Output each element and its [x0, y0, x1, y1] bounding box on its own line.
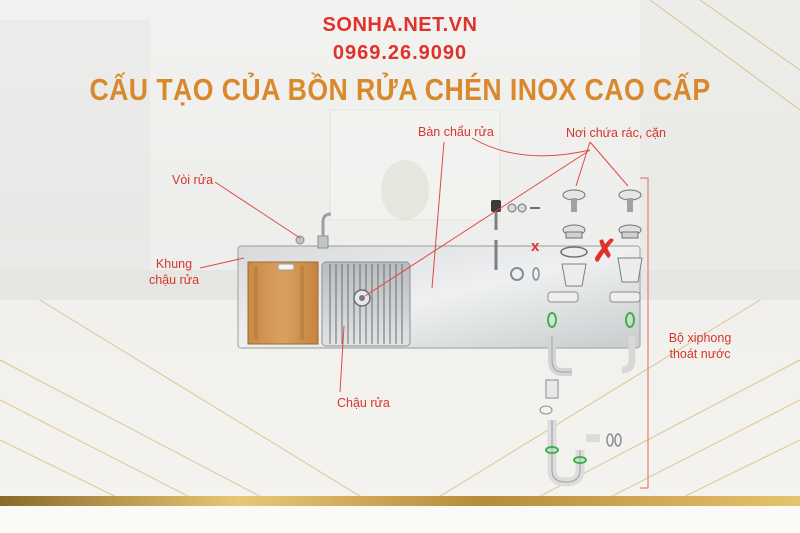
label-voi-rua: Vòi rửa: [172, 173, 214, 187]
label-khung-chau-rua: Khung chậu rửa: [146, 256, 202, 288]
sink-illustration: [237, 212, 641, 349]
label-khung-line2: chậu rửa: [148, 273, 200, 287]
label-noi-chua-rac: Nơi chứa rác, cặn: [566, 126, 666, 140]
label-xiphong-line2: thoát nước: [669, 347, 731, 361]
drain-parts: [491, 189, 643, 487]
phone-number: 0969.26.9090: [332, 42, 468, 64]
leader-lines: [199, 137, 629, 393]
wrong-mark-small: x: [531, 238, 540, 255]
gold-band: [0, 496, 800, 506]
xiphong-bracket: [640, 177, 649, 489]
label-ban-chau-rua: Bàn chẩu rửa: [418, 125, 494, 139]
site-name: SONHA.NET.VN: [322, 14, 478, 36]
label-chau-rua: Chậu rửa: [337, 396, 390, 410]
label-bo-xiphong: Bộ xiphong thoát nước: [660, 330, 740, 362]
page-title: CẤU TẠO CỦA BỒN RỬA CHÉN INOX CAO CẤP: [89, 72, 711, 107]
label-xiphong-line1: Bộ xiphong: [668, 331, 732, 345]
wrong-mark-large: ✗: [592, 235, 618, 268]
label-khung-line1: Khung: [155, 257, 193, 271]
